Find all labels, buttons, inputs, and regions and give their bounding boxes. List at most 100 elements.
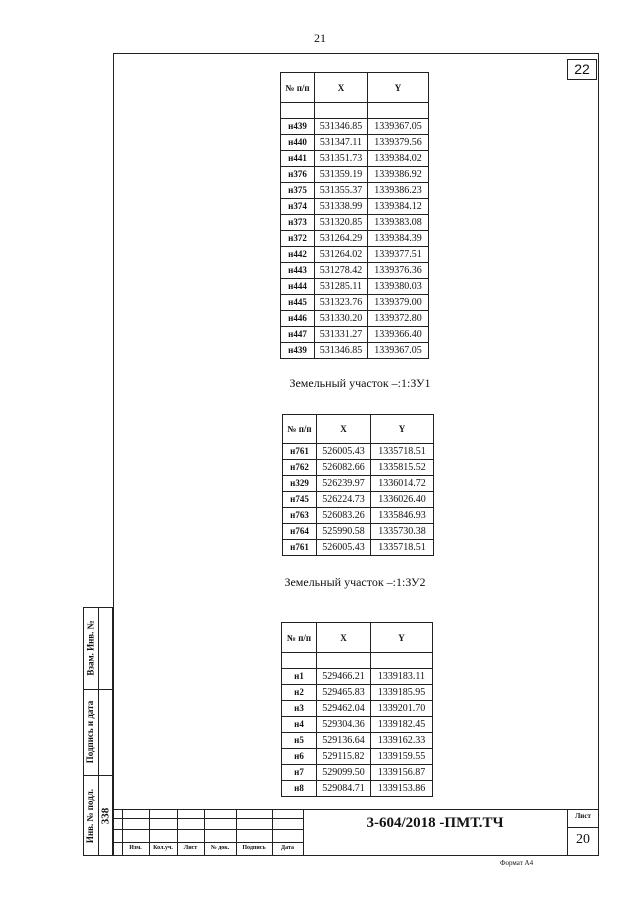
stamp-podpis: Подпись [242, 845, 266, 851]
margin-label-inv-podl: Инв. № подл. [85, 788, 96, 843]
margin-label-podpis: Подпись и дата [85, 700, 96, 764]
header-x: X [314, 72, 368, 103]
point-id-cell: н2 [281, 684, 317, 701]
y-cell: 1339384.12 [367, 198, 429, 215]
y-cell: 1339201.70 [370, 700, 433, 717]
point-id-cell: н764 [282, 523, 317, 540]
x-cell: 531347.11 [314, 134, 368, 151]
x-cell: 526082.66 [316, 459, 371, 476]
x-cell: 529136.64 [316, 732, 371, 749]
y-cell: 1339367.05 [367, 342, 429, 359]
point-id-cell: н446 [280, 310, 315, 327]
document-code: 3-604/2018 -ПМТ.ТЧ [366, 815, 504, 831]
header-x: X [316, 414, 371, 444]
y-cell: 1339182.45 [370, 716, 433, 733]
point-id-cell: н763 [282, 507, 317, 524]
y-cell: 1339162.33 [370, 732, 433, 749]
y-cell: 1339384.02 [367, 150, 429, 167]
x-cell: 526239.97 [316, 475, 371, 492]
margin-label-vzam: Взам. Инв. № [85, 620, 96, 676]
x-cell: 531285.11 [314, 278, 368, 295]
y-cell: 1335846.93 [370, 507, 434, 524]
y-cell: 1339386.92 [367, 166, 429, 183]
x-cell: 529099.50 [316, 764, 371, 781]
y-cell: 1339367.05 [367, 118, 429, 135]
x-cell: 531330.20 [314, 310, 368, 327]
y-cell: 1339183.11 [370, 668, 433, 685]
stamp-data: Дата [281, 845, 294, 851]
y-cell: 1339377.51 [367, 246, 429, 263]
point-id-cell: н442 [280, 246, 315, 263]
header-num: № п/п [280, 72, 315, 103]
y-cell: 1339379.56 [367, 134, 429, 151]
y-cell: 1339376.36 [367, 262, 429, 279]
x-cell: 531338.99 [314, 198, 368, 215]
y-cell: 1339380.03 [367, 278, 429, 295]
section-title-zu1: Земельный участок –:1:ЗУ1 [289, 376, 431, 390]
point-id-cell: н440 [280, 134, 315, 151]
y-cell: 1335718.51 [370, 443, 434, 460]
x-cell: 529462.04 [316, 700, 371, 717]
x-cell: 525990.58 [316, 523, 371, 540]
x-cell: 531346.85 [314, 118, 368, 135]
point-id-cell: н376 [280, 166, 315, 183]
point-id-cell: н3 [281, 700, 317, 717]
y-cell: 1335730.38 [370, 523, 434, 540]
x-cell: 531346.85 [314, 342, 368, 359]
point-id-cell: н329 [282, 475, 317, 492]
point-id-cell: н444 [280, 278, 315, 295]
point-id-cell: н8 [281, 780, 317, 797]
title-block-stamp [113, 809, 599, 856]
point-id-cell: н762 [282, 459, 317, 476]
x-cell: 531351.73 [314, 150, 368, 167]
y-cell: 1339379.00 [367, 294, 429, 311]
point-id-cell: н441 [280, 150, 315, 167]
x-cell: 531359.19 [314, 166, 368, 183]
y-cell: 1335815.52 [370, 459, 434, 476]
y-cell: 1339366.40 [367, 326, 429, 343]
sheet-number-box: 22 [567, 59, 597, 80]
point-id-cell: н447 [280, 326, 315, 343]
header-y: Y [367, 72, 429, 103]
y-cell: 1336014.72 [370, 475, 434, 492]
sheet-label: Лист [575, 812, 591, 820]
y-cell: 1339156.87 [370, 764, 433, 781]
point-id-cell: н373 [280, 214, 315, 231]
point-id-cell: н6 [281, 748, 317, 765]
stamp-list: Лист [183, 845, 198, 851]
x-cell: 529304.36 [316, 716, 371, 733]
margin-inv-number: 338 [99, 807, 112, 824]
x-cell: 531264.29 [314, 230, 368, 247]
point-id-cell: н4 [281, 716, 317, 733]
point-id-cell: н374 [280, 198, 315, 215]
stamp-n-dok: № док. [210, 845, 230, 851]
x-cell: 531320.85 [314, 214, 368, 231]
x-cell: 529466.21 [316, 668, 371, 685]
x-cell: 526005.43 [316, 539, 371, 556]
stamp-kol-uch: Кол.уч. [153, 845, 173, 851]
x-cell: 531355.37 [314, 182, 368, 199]
stamp-izm: Изм. [129, 845, 142, 851]
